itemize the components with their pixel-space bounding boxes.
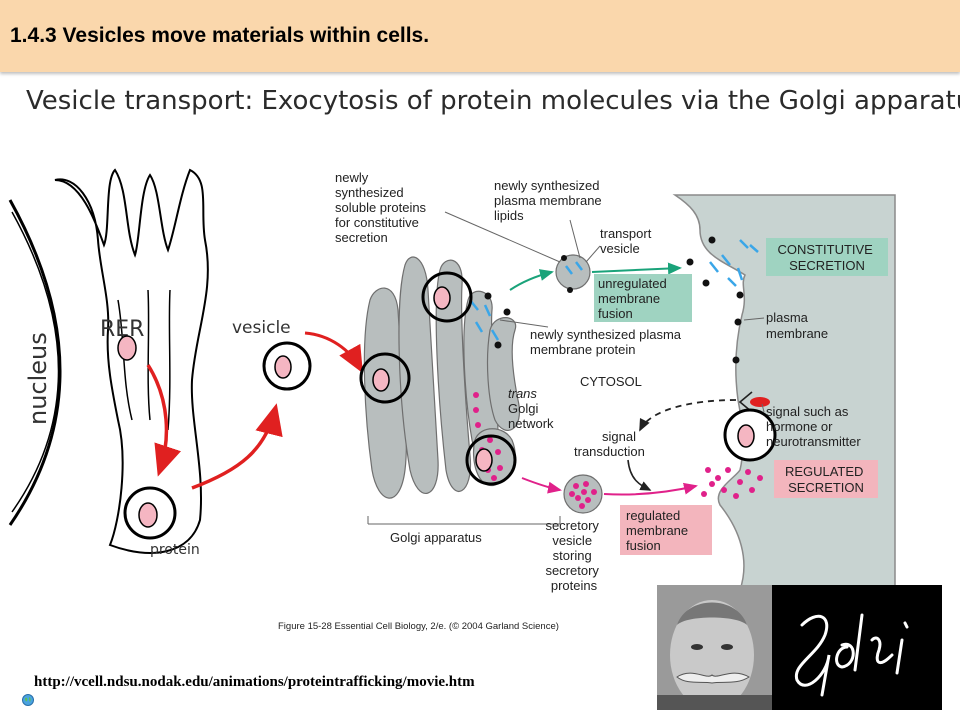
trans-golgi-dot — [475, 448, 493, 472]
pink-arrow-2 — [603, 482, 698, 496]
unregulated-box — [594, 274, 692, 322]
signal-hormone-label: signal such as hormone or neurotransmitt… — [766, 404, 861, 449]
constitutive-box — [766, 238, 888, 276]
golgi-portrait — [657, 585, 942, 710]
cytosol-label: CYTOSOL — [580, 374, 642, 389]
rer-red-arrow — [146, 364, 182, 477]
regulated-secretion-label: REGULATED SECRETION — [785, 464, 867, 495]
unregulated-fusion-label: unregulated membrane fusion — [598, 276, 670, 321]
membrane-markers — [686, 236, 744, 364]
lipid-dashes-membrane — [709, 239, 759, 287]
protein-dot — [138, 502, 158, 528]
signal-transduction-arrow — [627, 459, 652, 491]
vesicle-transport-diagram: nucleus RER protein vesicle — [8, 168, 896, 632]
label-pointer-lines — [367, 211, 765, 525]
soluble-proteins-label: newly synthesized soluble proteins for c… — [335, 170, 430, 245]
vesicle-label: vesicle — [232, 318, 291, 338]
nucleus-label: nucleus — [24, 332, 52, 425]
regulated-dot — [737, 424, 755, 448]
rer-protein-dot — [117, 335, 137, 361]
golgi-black-markers — [484, 292, 511, 349]
signal-molecule — [750, 397, 770, 407]
signal-dashed-arrow — [639, 399, 737, 432]
protein-label: protein — [150, 542, 200, 558]
signal-transduction-label: signal transduction — [574, 429, 645, 459]
regulated-secretion-box — [774, 460, 878, 498]
regulated-dots — [701, 467, 763, 499]
slide-title: 1.4.3 Vesicles move materials within cel… — [10, 24, 430, 47]
teal-arrow-1 — [509, 269, 554, 291]
title-bar: 1.4.3 Vesicles move materials within cel… — [0, 0, 960, 72]
plasma-membrane-label: plasma membrane — [766, 310, 828, 341]
golgi-top-circle — [421, 271, 473, 323]
regulated-fusion-box — [620, 505, 712, 555]
vesicle-dot — [274, 355, 292, 379]
figure-caption: Figure 15-28 Essential Cell Biology, 2/e… — [278, 621, 559, 632]
golgi-stack — [363, 256, 520, 499]
golgi-apparatus-label: Golgi apparatus — [390, 530, 482, 545]
trans-golgi-circle — [465, 434, 517, 486]
nucleus-rer-group — [8, 168, 209, 554]
globe-icon — [22, 694, 34, 706]
slide-subtitle: Vesicle transport: Exocytosis of protein… — [26, 86, 960, 116]
golgi-entry-circle — [359, 352, 411, 404]
golgi-entry-dot — [372, 368, 390, 392]
secretory-vesicle-label: secretory vesicle storing secretory prot… — [545, 518, 602, 593]
constitutive-secretion-label: CONSTITUTIVE SECRETION — [778, 242, 877, 273]
animation-link[interactable]: http://vcell.ndsu.nodak.edu/animations/p… — [34, 674, 475, 690]
trans-golgi-label: trans Golgi network — [508, 386, 554, 431]
golgi-top-dot — [433, 286, 451, 310]
transport-vesicle-label: transport vesicle — [600, 226, 655, 256]
protein-red-arrow — [191, 403, 283, 490]
transport-vesicle — [555, 254, 591, 290]
regulated-fusion-label: regulated membrane fusion — [626, 508, 692, 553]
lipids-label: newly synthesized plasma membrane lipids — [494, 178, 605, 223]
membrane-protein-label: newly synthesized plasma membrane protei… — [530, 327, 685, 357]
teal-arrow-2 — [591, 262, 682, 275]
pink-arrow-1 — [521, 477, 562, 494]
vesicle-red-arrow — [304, 331, 363, 374]
